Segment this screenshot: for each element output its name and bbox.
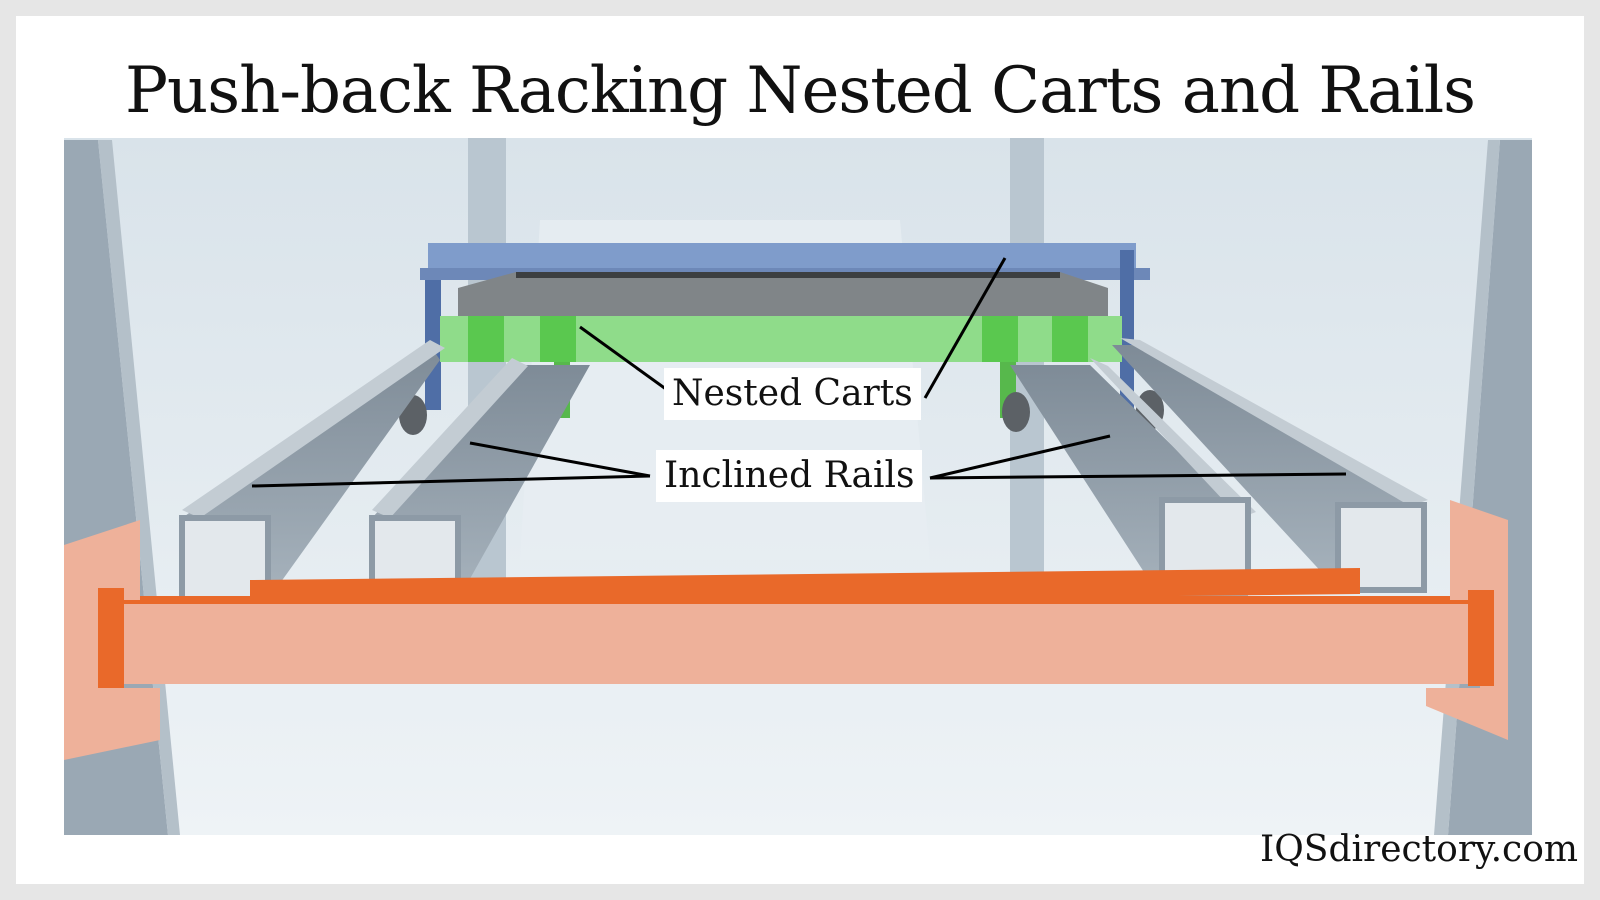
cart-gray-top-edge (516, 272, 1060, 278)
connector-left-plate (98, 588, 124, 688)
cart-blue-top (428, 243, 1136, 268)
rail-left-outer-top (182, 340, 445, 518)
label-inclined-rails: Inclined Rails (656, 450, 923, 502)
connector-right-plate (1468, 590, 1494, 686)
diagram-title: Push-back Racking Nested Carts and Rails (124, 54, 1476, 128)
rail-left-inner-top (372, 358, 528, 518)
wheel-3 (1002, 392, 1030, 432)
rail-right-inner-top (1090, 358, 1256, 518)
beam-front-top-edge (118, 596, 1480, 604)
leader-nested-carts-left (579, 325, 671, 394)
label-nested-carts: Nested Carts (664, 368, 921, 420)
leader-nested-carts-right (923, 257, 1007, 399)
cart-blue-leg-right (1120, 250, 1134, 410)
leader-rails-3 (929, 434, 1111, 480)
cart-green-slat-1 (468, 316, 504, 362)
rail-right-outer-top (1120, 338, 1428, 506)
leader-rails-2 (469, 441, 651, 478)
watermark: IQSdirectory.com (1260, 829, 1578, 870)
cart-green-slat-3 (982, 316, 1018, 362)
beam-front (118, 600, 1480, 684)
leader-rails-1 (251, 474, 651, 488)
cart-green-slat-2 (540, 316, 576, 362)
cart-green-slat-4 (1052, 316, 1088, 362)
leader-rails-4 (929, 472, 1347, 480)
cart-gray (458, 272, 1108, 318)
